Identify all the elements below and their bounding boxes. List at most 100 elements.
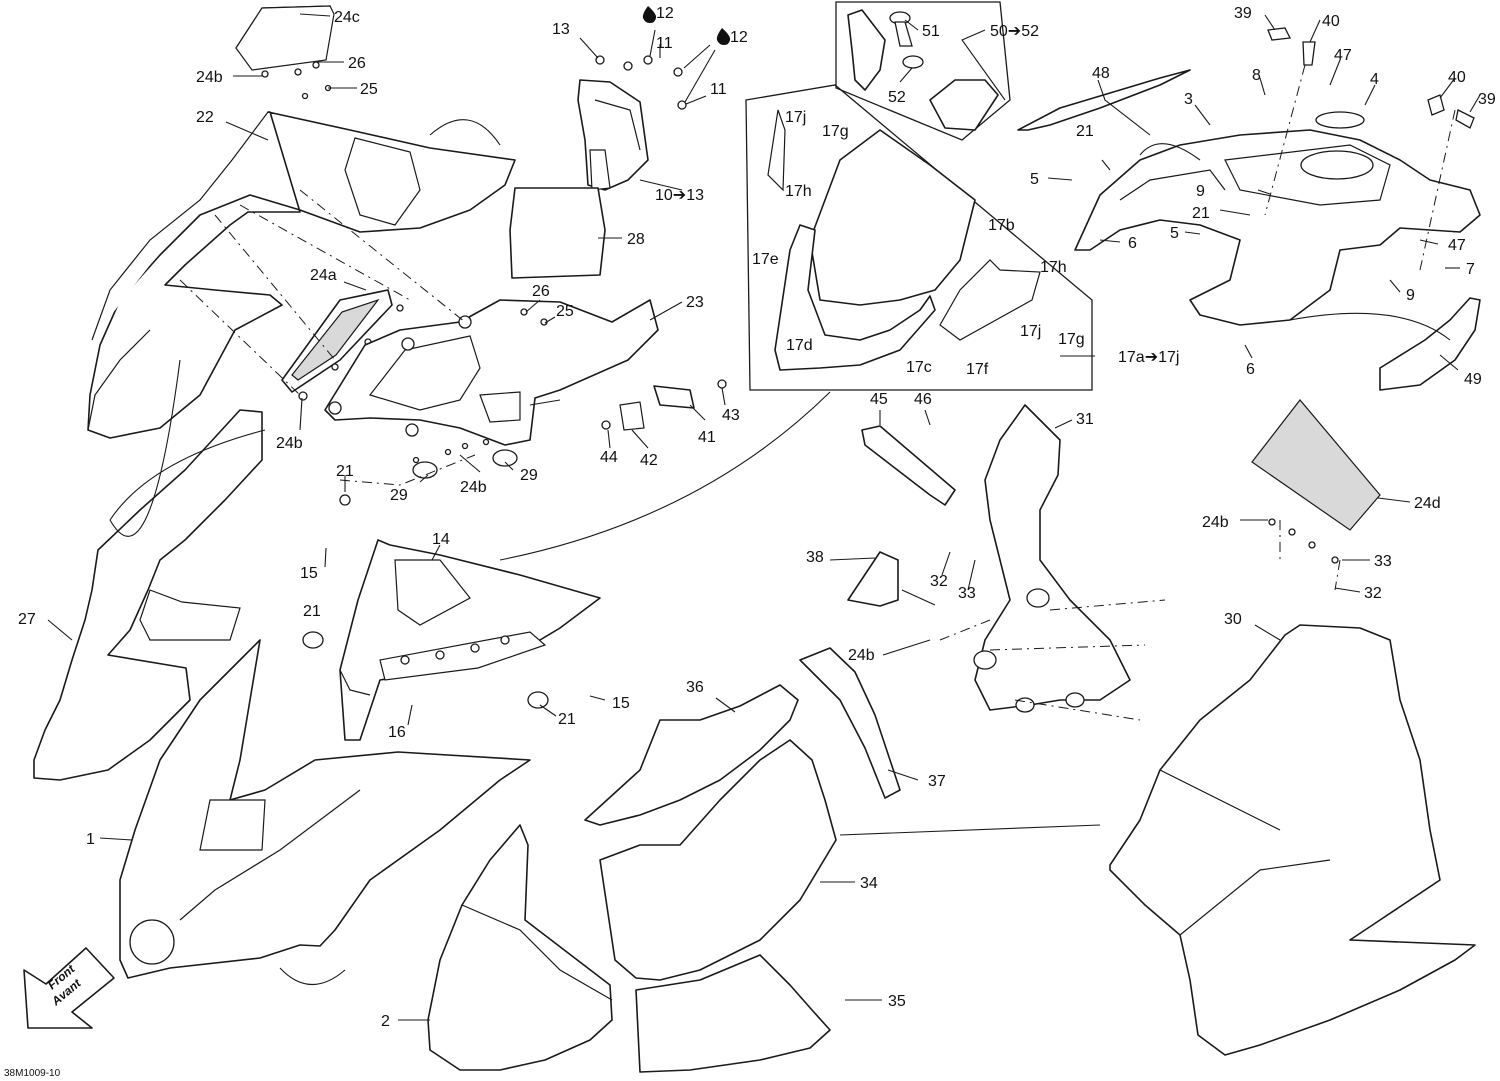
- callout-label: 29: [390, 487, 408, 504]
- drop-icon: [716, 28, 731, 45]
- callout-label: 49: [1464, 371, 1482, 388]
- callout-label: 9: [1196, 183, 1205, 200]
- callout-label: 11: [710, 81, 727, 98]
- callout-label: 29: [520, 467, 538, 484]
- callout-label: 21: [303, 603, 321, 620]
- callout-label: 14: [432, 531, 450, 548]
- callout-label: 15: [300, 565, 318, 582]
- part-27-side-panel: [33, 409, 263, 781]
- callout-label: 25: [360, 81, 378, 98]
- callout-label: 17b: [988, 217, 1015, 234]
- callout-label: 22: [196, 109, 214, 126]
- part-24d-panel: [1251, 399, 1381, 531]
- callout-label: 34: [860, 875, 878, 892]
- callout-label: 6: [1128, 235, 1137, 252]
- callout-labels: 24c 26 24b 25 22 13 12 11 12 11 10➔13 28…: [18, 5, 1496, 1030]
- callout-label: 13: [552, 21, 570, 38]
- callout-label: 17j: [1020, 323, 1041, 340]
- part-37-strip: [799, 647, 901, 799]
- callout-label: 17d: [786, 337, 813, 354]
- assembly-lines: [179, 64, 1456, 721]
- callout-label: 51: [922, 23, 940, 40]
- leader-lines: [47, 13, 1481, 1021]
- callout-label: 17h: [1040, 259, 1067, 276]
- reference-code: 38M1009-10: [4, 1068, 61, 1079]
- callout-label: 37: [928, 773, 946, 790]
- part-36-panel: [584, 684, 799, 826]
- callout-label: 5: [1170, 225, 1179, 242]
- flow-arrows: [109, 119, 1451, 986]
- callout-label: 6: [1246, 361, 1255, 378]
- callout-label: 33: [1374, 553, 1392, 570]
- callout-label: 17c: [906, 359, 932, 376]
- part-48-strip: [1017, 69, 1191, 131]
- callout-label: 33: [958, 585, 976, 602]
- callout-label: 32: [930, 573, 948, 590]
- arrow-28-to-22: [429, 119, 501, 146]
- part-17b-windshield: [809, 129, 976, 306]
- callout-label: 24c: [334, 9, 360, 26]
- callout-label: 40: [1448, 69, 1466, 86]
- callout-label: 1: [86, 831, 95, 848]
- callout-label: 17f: [966, 361, 989, 378]
- callout-label: 4: [1370, 71, 1379, 88]
- callout-label: 17g: [1058, 331, 1085, 348]
- callout-label: 39: [1234, 5, 1252, 22]
- callout-label: 24b: [1202, 514, 1229, 531]
- arrow-27-to-22: [109, 359, 266, 537]
- callout-label: 12: [656, 5, 674, 22]
- callout-label: 17a➔17j: [1118, 349, 1179, 366]
- callout-label: 25: [556, 303, 574, 320]
- callout-label: 39: [1478, 91, 1496, 108]
- callout-label: 21: [336, 463, 354, 480]
- callout-label: 26: [532, 283, 550, 300]
- callout-label: 17e: [752, 251, 779, 268]
- callout-label: 38: [806, 549, 824, 566]
- arrow-34-to-30: [839, 824, 1101, 836]
- callout-label: 42: [640, 452, 658, 469]
- arrow-2-to-1: [279, 967, 346, 986]
- box-50-52-mirror: [835, 1, 1011, 141]
- callout-label: 9: [1406, 287, 1415, 304]
- callout-label: 47: [1334, 47, 1352, 64]
- callout-label: 47: [1448, 237, 1466, 254]
- callout-label: 12: [730, 29, 748, 46]
- callout-label: 21: [1076, 123, 1094, 140]
- callout-label: 15: [612, 695, 630, 712]
- drop-icon: [642, 6, 657, 23]
- callout-label: 45: [870, 391, 888, 408]
- part-31-rear-frame: [974, 404, 1131, 711]
- callout-label: 11: [656, 35, 673, 52]
- callout-label: 16: [388, 724, 406, 741]
- callout-label: 7: [1466, 261, 1475, 278]
- part-30-side-panel: [1109, 624, 1476, 1056]
- callout-label: 23: [686, 294, 704, 311]
- parts-layer: [33, 1, 1481, 1073]
- callout-label: 17j: [785, 109, 806, 126]
- box-17-assembly: [745, 84, 1093, 391]
- callout-label: 8: [1252, 67, 1261, 84]
- callout-label: 32: [1364, 585, 1382, 602]
- part-mirror: [847, 9, 886, 91]
- callout-label: 50➔52: [990, 23, 1039, 40]
- callout-label: 21: [558, 711, 576, 728]
- part-14-support: [339, 539, 601, 741]
- callout-label: 24a: [310, 267, 337, 284]
- callout-label: 3: [1184, 91, 1193, 108]
- callout-label: 36: [686, 679, 704, 696]
- callout-label: 40: [1322, 13, 1340, 30]
- arrow-48-to-3: [1139, 143, 1201, 161]
- callout-label: 44: [600, 449, 618, 466]
- part-34-lower-panel: [599, 739, 837, 981]
- part-28-panel: [509, 187, 606, 279]
- callout-label: 31: [1076, 411, 1094, 428]
- part-41-latch: [653, 385, 695, 409]
- callout-label: 24b: [196, 69, 223, 86]
- callout-label: 30: [1224, 611, 1242, 628]
- part-mirror-base: [929, 79, 999, 131]
- callout-label: 21: [1192, 205, 1210, 222]
- front-direction-arrow-icon: Front Avant: [23, 947, 115, 1029]
- callout-label: 10➔13: [655, 187, 704, 204]
- callout-label: 46: [914, 391, 932, 408]
